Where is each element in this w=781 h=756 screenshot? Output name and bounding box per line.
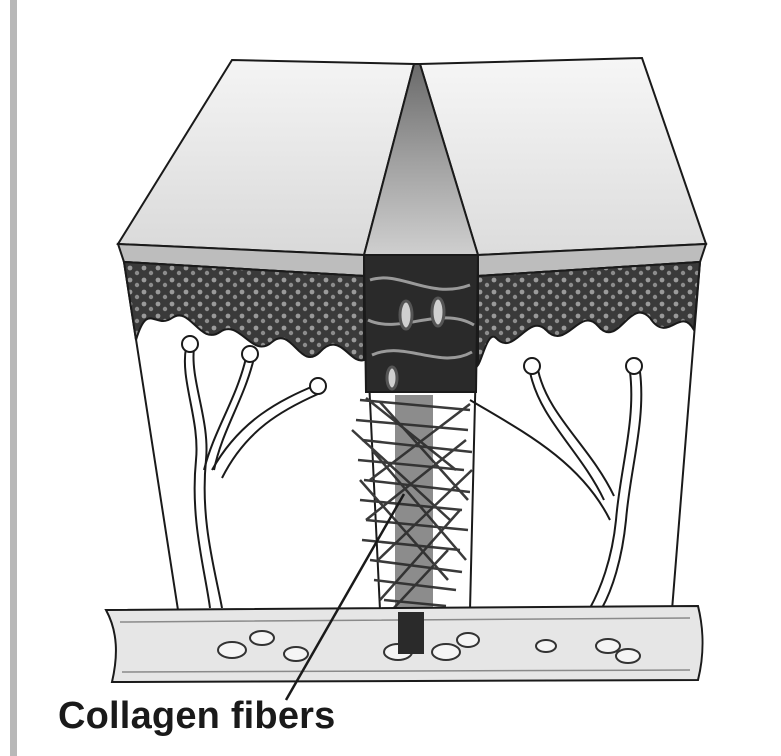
left-skin-surface xyxy=(118,60,414,255)
fiber-core xyxy=(395,395,433,640)
collagen-fibers-label: Collagen fibers xyxy=(58,695,336,738)
vessel-clot xyxy=(398,612,424,654)
